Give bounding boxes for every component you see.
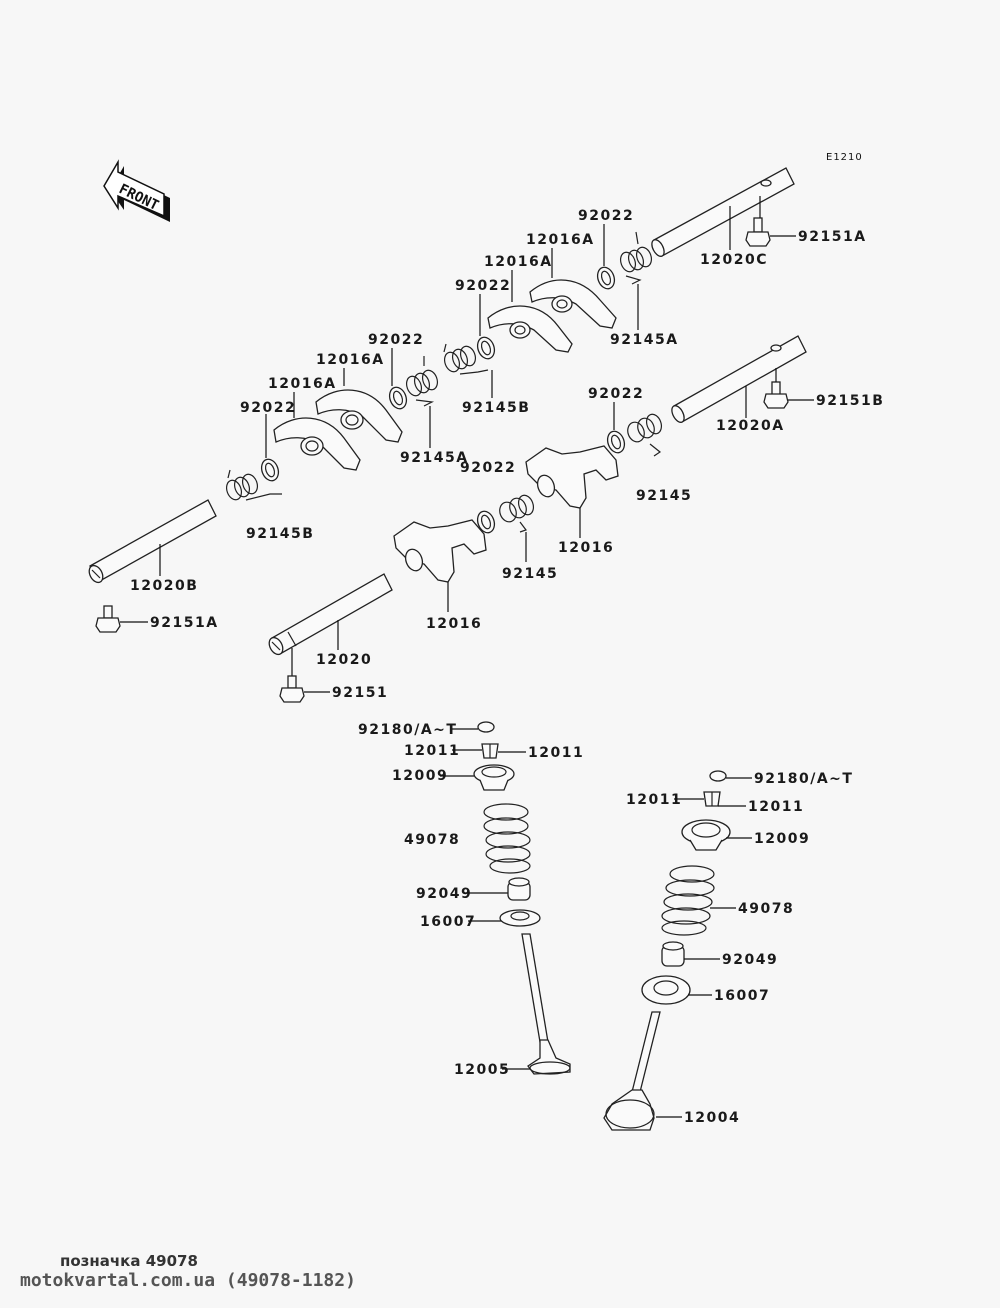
- label-12016-b: 12016: [426, 616, 482, 632]
- footer-site-link[interactable]: motokvartal.com.ua (49078-1182): [20, 1270, 356, 1291]
- rocker-arm-12016A-b: [487, 305, 573, 353]
- washer-92022-a: [596, 266, 616, 290]
- washer-92022-b: [476, 336, 496, 360]
- rocker-arm-12016A-c: [315, 389, 403, 443]
- label-16007-left: 16007: [420, 914, 476, 930]
- label-92022-e: 92022: [460, 460, 516, 476]
- label-92049-right: 92049: [722, 952, 778, 968]
- label-12020: 12020: [316, 652, 372, 668]
- spring-92145-a: [627, 413, 663, 457]
- label-12020A: 12020A: [716, 418, 785, 434]
- valve-12004: [603, 1011, 661, 1131]
- rocker-arm-12016-a: [525, 445, 619, 509]
- bolt-92151A-left: [95, 605, 121, 633]
- label-92145A-a: 92145A: [610, 332, 679, 348]
- label-92145B-a: 92145B: [462, 400, 530, 416]
- rocker-shaft-12020B: [88, 499, 217, 584]
- retainer-12009-right: [681, 819, 731, 851]
- rocker-shaft-12020A: [671, 335, 807, 423]
- valve-spring-49078-left: [483, 803, 531, 874]
- label-12020B: 12020B: [130, 578, 198, 594]
- label-12004: 12004: [684, 1110, 740, 1126]
- retainer-12009-left: [473, 764, 515, 791]
- rocker-shaft-12020C: [651, 167, 795, 257]
- washer-92022-c: [388, 386, 408, 410]
- stem-seal-92049-left: [507, 877, 531, 901]
- rocker-arm-12016A-a: [529, 279, 617, 329]
- spring-92145A-b: [405, 356, 439, 407]
- label-49078-left: 49078: [404, 832, 460, 848]
- cotter-12011-left: [481, 743, 499, 759]
- label-92151A-top: 92151A: [798, 229, 867, 245]
- label-92022-a: 92022: [578, 208, 634, 224]
- label-12016A-b: 12016A: [484, 254, 553, 270]
- footer-caption: позначка 49078: [60, 1252, 198, 1270]
- valve-12005: [521, 933, 571, 1075]
- spring-seat-16007-left: [499, 909, 541, 927]
- label-12011-r2: 12011: [748, 799, 804, 815]
- label-92145B-b: 92145B: [246, 526, 314, 542]
- label-92145-a: 92145: [636, 488, 692, 504]
- valve-shim-92180-right: [709, 770, 727, 782]
- diagram-code: E1210: [826, 152, 863, 163]
- rocker-arm-12016A-d: [273, 417, 361, 471]
- label-92180-left: 92180/A~T: [358, 722, 457, 738]
- label-12011-l2: 12011: [528, 745, 584, 761]
- spring-92145B-a: [443, 343, 489, 375]
- valve-shim-92180-left: [477, 721, 495, 733]
- label-92151A-left: 92151A: [150, 615, 219, 631]
- label-92151: 92151: [332, 685, 388, 701]
- stem-seal-92049-right: [661, 941, 685, 967]
- label-12011-l1: 12011: [404, 743, 460, 759]
- bolt-92151A-top: [745, 217, 771, 247]
- cotter-12011-right: [703, 791, 721, 807]
- rocker-arm-12016-b: [393, 519, 487, 583]
- bolt-92151B: [763, 381, 789, 409]
- spring-92145A-a: [619, 231, 653, 285]
- label-92145-b: 92145: [502, 566, 558, 582]
- label-12016A-a: 12016A: [526, 232, 595, 248]
- label-92022-b: 92022: [455, 278, 511, 294]
- label-92145A-b: 92145A: [400, 450, 469, 466]
- spring-seat-16007-right: [641, 975, 691, 1005]
- washer-92022-d: [260, 458, 280, 482]
- label-12009-right: 12009: [754, 831, 810, 847]
- rocker-shaft-12020: [268, 573, 393, 656]
- label-92180-right: 92180/A~T: [754, 771, 853, 787]
- label-92049-left: 92049: [416, 886, 472, 902]
- spring-92145B-b: [225, 469, 282, 501]
- front-arrow-icon: FRONT: [103, 159, 170, 222]
- label-12005: 12005: [454, 1062, 510, 1078]
- label-12020C: 12020C: [700, 252, 768, 268]
- valve-spring-49078-right: [661, 865, 715, 936]
- label-16007-right: 16007: [714, 988, 770, 1004]
- label-12016A-c: 12016A: [316, 352, 385, 368]
- label-92022-c: 92022: [368, 332, 424, 348]
- label-92022-f: 92022: [588, 386, 644, 402]
- spring-92145-b: [499, 494, 535, 533]
- label-12016A-d: 12016A: [268, 376, 337, 392]
- label-49078-right: 49078: [738, 901, 794, 917]
- label-12016-a: 12016: [558, 540, 614, 556]
- bolt-92151: [279, 675, 305, 703]
- label-92022-d: 92022: [240, 400, 296, 416]
- label-12009-left: 12009: [392, 768, 448, 784]
- label-92151B: 92151B: [816, 393, 884, 409]
- label-12011-r1: 12011: [626, 792, 682, 808]
